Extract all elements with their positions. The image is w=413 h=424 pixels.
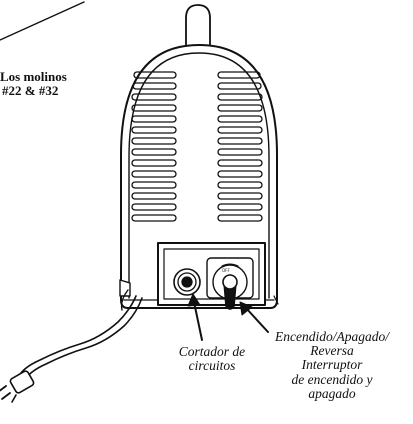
switch-label-line-2: Reversa [310, 343, 354, 359]
leader-line [0, 1, 85, 41]
heading-line-1: Los molinos [0, 69, 67, 84]
circuit-breaker-label: Cortador de circuitos [164, 344, 260, 374]
heading-line-2: #22 & #32 [2, 82, 59, 98]
switch-pointer-arrow [239, 301, 269, 333]
power-switch-label: Encendido/Apagado/ Reversa Interruptor d… [252, 329, 412, 401]
vent-slots-right [217, 71, 263, 222]
vent-slots-left [131, 71, 177, 222]
switch-label-line-4: de encendido y [291, 371, 373, 387]
switch-label-line-3: Interruptor [301, 357, 363, 373]
grinder-models-heading: Los molinos #22 & #32 [0, 70, 67, 97]
cord-strain-relief [119, 279, 279, 305]
plug-icon [0, 370, 35, 403]
power-switch-icon: OFF [206, 257, 254, 310]
switch-label-line-1: Encendido/Apagado/ [275, 329, 389, 344]
top-handle [185, 4, 211, 49]
breaker-label-line-2: circuitos [188, 358, 236, 374]
circuit-breaker-icon [173, 268, 201, 296]
switch-label-line-5: apagado [308, 385, 356, 401]
power-cord [17, 289, 143, 383]
breaker-label-line-1: Cortador de [178, 344, 246, 359]
svg-text:OFF: OFF [222, 268, 230, 273]
breaker-pointer-arrow [187, 293, 203, 341]
